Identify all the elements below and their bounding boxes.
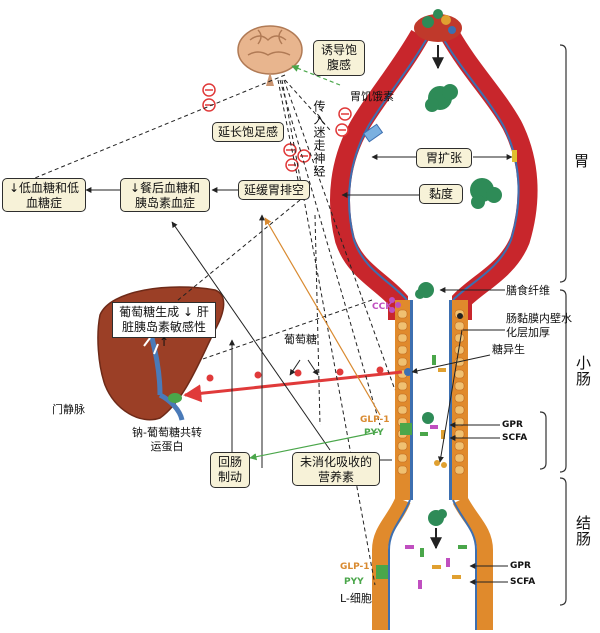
pyy-large-label: PYY <box>344 577 364 587</box>
glp1-large-label: GLP-1 <box>340 562 370 572</box>
glucose-dots <box>206 366 384 382</box>
gluconeogenesis-label: 糖异生 <box>492 343 525 356</box>
dietary-fiber-blobs <box>415 84 502 526</box>
undigested-box: 未消化吸收的营养素 <box>292 452 380 486</box>
postprandial-box: ↓餐后血糖和胰岛素血症 <box>120 178 210 212</box>
brain-icon <box>237 25 303 86</box>
green-satiety-line <box>291 65 341 86</box>
orange-glp1-line <box>264 217 381 416</box>
viscosity-box: 黏度 <box>419 184 463 204</box>
satiety-box: 诱导饱腹感 <box>313 40 365 76</box>
stomach-wall <box>330 29 538 320</box>
dietary-fiber-label: 膳食纤维 <box>506 284 550 297</box>
gastric-distension-box: 胃扩张 <box>416 148 472 168</box>
glp1-small-label: GLP-1 <box>360 415 390 425</box>
small-intestine-wall <box>395 300 468 500</box>
glucose-label: 葡萄糖 <box>284 333 317 346</box>
section-brackets <box>539 44 567 606</box>
section-stomach: 胃 <box>574 152 590 170</box>
mucus-layer-label: 肠黏膜内壁水化层加厚 <box>506 312 572 339</box>
green-pyy-line <box>249 431 379 461</box>
l-cell-marker <box>376 565 388 579</box>
prolong-satiety-box: 延长饱足感 <box>212 122 284 142</box>
scfa-fragments <box>405 355 467 589</box>
section-large-intestine: 结肠 <box>574 515 592 547</box>
ghrelin-label: 胃饥饿素 <box>350 90 394 103</box>
section-small-intestine: 小肠 <box>574 355 592 387</box>
pyy-small-label: PYY <box>364 428 384 438</box>
liver-gluconeo-box: 葡萄糖生成 ↓ 肝脏胰岛素敏感性↑ <box>112 302 216 349</box>
hypoglycemia-box: ↓低血糖和低血糖症 <box>2 178 86 212</box>
delay-emptying-box: 延缓胃排空 <box>238 180 310 200</box>
sglt-label: 钠-葡萄糖共转运蛋白 <box>132 426 202 453</box>
gpr-small-label: GPR <box>502 420 523 430</box>
ileal-brake-box: 回肠制动 <box>210 452 250 488</box>
cck-label: CCK <box>372 302 393 312</box>
scfa-large-label: SCFA <box>510 577 536 587</box>
vagus-label: 传入迷走神经 <box>312 100 326 178</box>
scfa-small-label: SCFA <box>502 433 528 443</box>
receptor-markers <box>362 123 517 435</box>
gpr-large-label: GPR <box>510 561 531 571</box>
portal-vein-label: 门静脉 <box>52 403 85 416</box>
glucose-to-liver-arrow <box>183 370 403 403</box>
l-cell-label: L-细胞 <box>340 592 372 605</box>
signal-lines <box>29 74 513 586</box>
food-icon <box>414 9 462 70</box>
large-intestine-wall <box>372 496 493 630</box>
